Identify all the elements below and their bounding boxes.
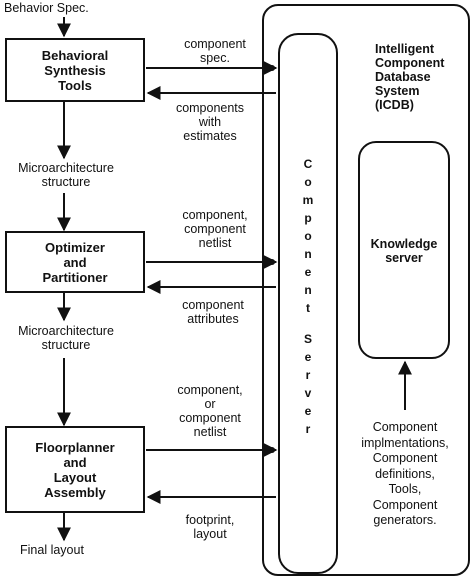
icdb-title: Intelligent Component Database System (I… [375, 42, 445, 112]
floorplanner-layout-assembly-box: Floorplanner and Layout Assembly [5, 426, 145, 513]
components-with-estimates-label: components with estimates [175, 101, 245, 143]
behavioral-synthesis-tools-box: Behavioral Synthesis Tools [5, 38, 145, 102]
final-layout-label: Final layout [20, 543, 84, 557]
microarch-structure-label-1: Microarchitecture structure [18, 161, 114, 189]
icdb-container [262, 4, 470, 576]
component-server-label-component: C o m p o n e n t [302, 157, 314, 315]
icdb-contents-label: Component implmentations, Component defi… [361, 420, 449, 527]
component-server-label-server: S e r v e r [303, 332, 312, 436]
component-server-box [278, 33, 338, 574]
knowledge-server-box [358, 141, 450, 359]
component-spec-label: component spec. [184, 37, 246, 65]
optimizer-partitioner-box: Optimizer and Partitioner [5, 231, 145, 293]
microarch-structure-label-2: Microarchitecture structure [18, 324, 114, 352]
component-or-netlist-label: component, or component netlist [177, 383, 243, 439]
component-attributes-label: component attributes [182, 298, 244, 326]
component-netlist-label: component, component netlist [182, 208, 248, 250]
behavior-spec-label: Behavior Spec. [4, 1, 89, 15]
footprint-layout-label: footprint, layout [185, 513, 235, 541]
knowledge-server-label: Knowledge server [370, 237, 438, 265]
